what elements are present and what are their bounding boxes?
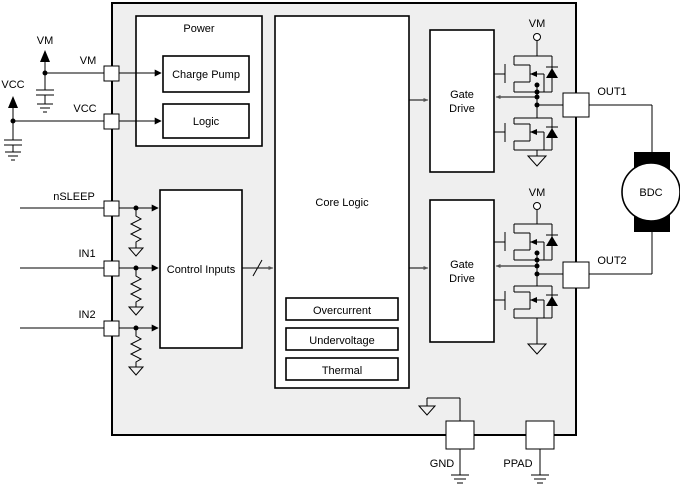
vm-bottom-label: VM <box>529 187 546 199</box>
pin-vm-label: VM <box>80 55 97 67</box>
power-block: Power Charge Pump Logic <box>135 15 263 147</box>
svg-text:Drive: Drive <box>449 273 475 285</box>
thermal-label: Thermal <box>322 365 362 377</box>
gnd-pin-group: GND <box>417 397 475 484</box>
motor-label: BDC <box>639 187 662 199</box>
pin-out2-label: OUT2 <box>597 255 626 267</box>
pin-ppad-label: PPAD <box>503 458 532 470</box>
gate-drive-bottom: Gate Drive <box>429 199 495 343</box>
motor-bdc: BDC <box>621 152 680 232</box>
svg-text:Gate: Gate <box>450 89 474 101</box>
vm-supply-label: VM <box>37 35 54 47</box>
pin-vcc-label: VCC <box>73 103 96 115</box>
svg-text:Gate: Gate <box>450 259 474 271</box>
ppad-pin-group: PPAD <box>503 420 555 484</box>
vm-top-label: VM <box>529 18 546 30</box>
pin-vm <box>103 65 120 82</box>
h-bridge-top: VM <box>494 18 563 167</box>
pin-in2 <box>103 320 120 337</box>
vm-supply-left: VM <box>36 35 104 113</box>
pin-gnd <box>445 420 475 450</box>
control-inputs-block: Control Inputs <box>159 189 243 349</box>
pin-nsleep-label: nSLEEP <box>53 191 95 203</box>
overcurrent-label: Overcurrent <box>313 305 371 317</box>
pin-gnd-label: GND <box>430 458 455 470</box>
pin-nsleep <box>103 200 120 217</box>
pin-out2 <box>562 261 590 289</box>
pin-out1-label: OUT1 <box>597 86 626 98</box>
charge-pump-label: Charge Pump <box>172 69 240 81</box>
bus-slash <box>252 259 263 277</box>
control-inputs-label: Control Inputs <box>167 264 236 276</box>
svg-text:Drive: Drive <box>449 103 475 115</box>
pin-in2-label: IN2 <box>78 309 95 321</box>
core-logic-label: Core Logic <box>315 197 369 209</box>
core-logic-block: Core Logic Overcurrent Undervoltage Ther… <box>274 15 410 389</box>
vcc-supply-left: VCC <box>1 79 104 161</box>
h-bridge-bottom: VM <box>494 187 563 355</box>
undervoltage-label: Undervoltage <box>309 335 374 347</box>
power-title: Power <box>183 23 215 35</box>
pin-in1 <box>103 260 120 277</box>
pin-ppad <box>525 420 555 450</box>
pin-vcc <box>103 113 120 130</box>
gate-drive-top: Gate Drive <box>429 29 495 173</box>
pin-in1-label: IN1 <box>78 248 95 260</box>
vcc-supply-label: VCC <box>1 79 24 91</box>
logic-label: Logic <box>193 116 220 128</box>
pin-out1 <box>562 92 590 118</box>
